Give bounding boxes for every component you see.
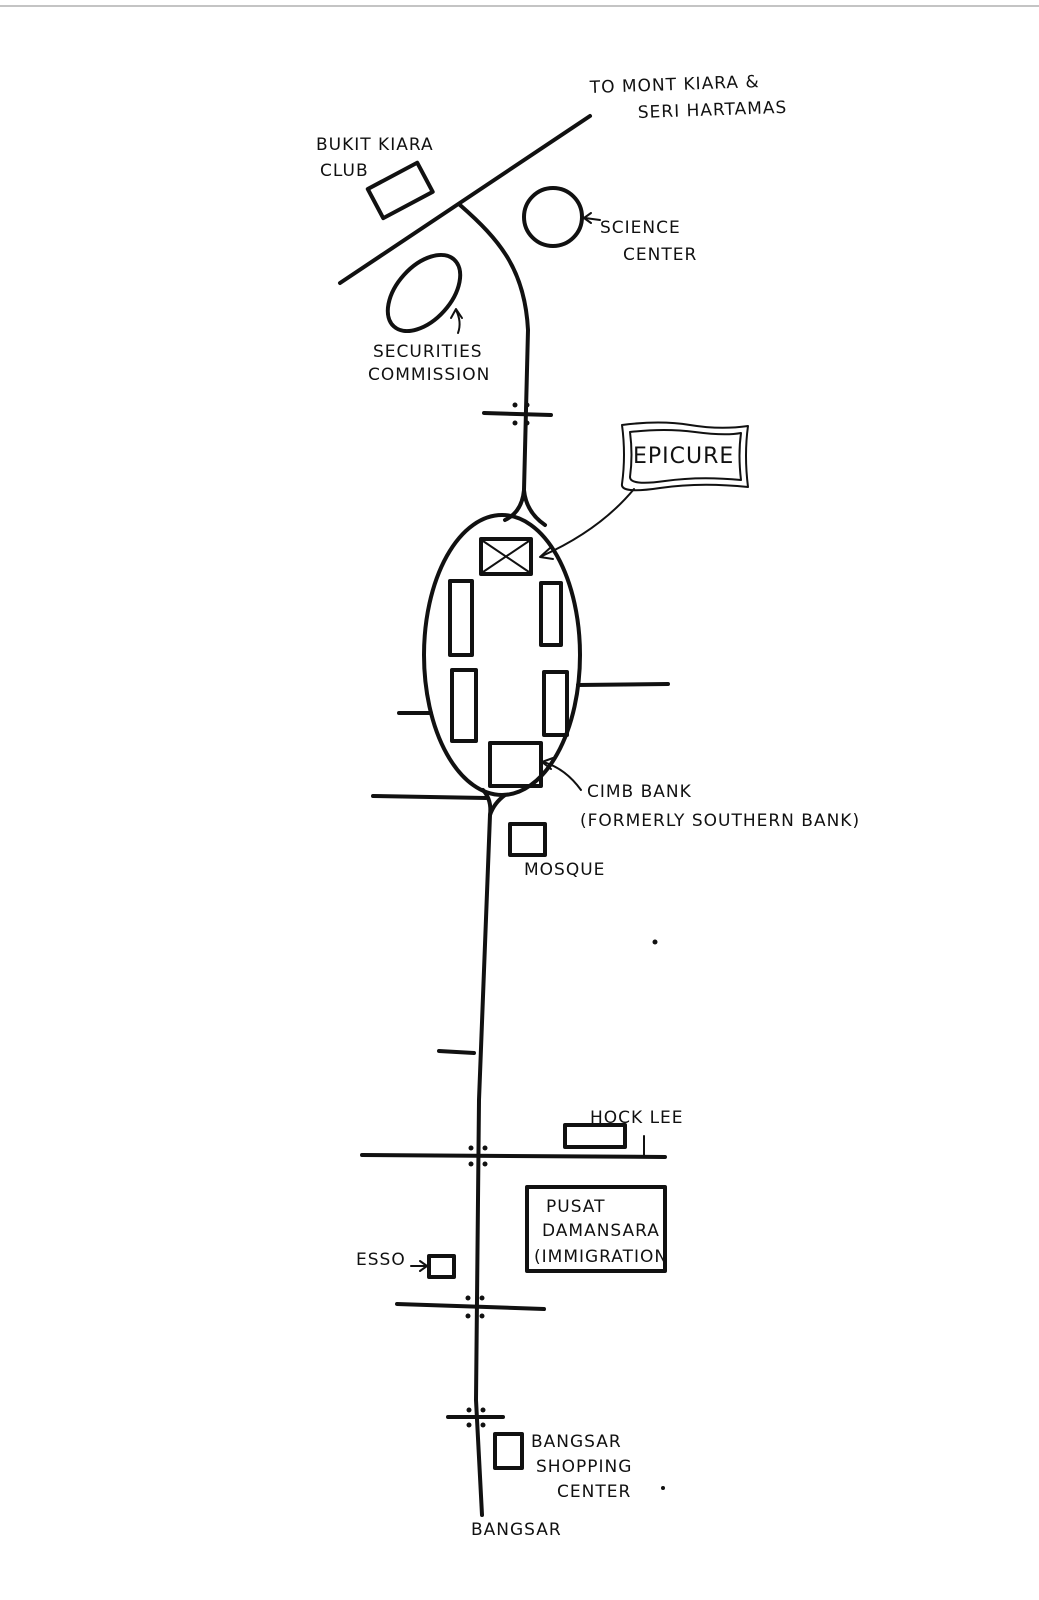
securities-commission-oval [385,252,463,334]
road-north-fork [503,488,526,522]
traffic-lights [465,402,665,1490]
label-science-line1: SCIENCE [600,218,681,238]
epicure-sign-frame-outer [620,421,749,492]
label-epicure: EPICURE [633,444,734,469]
epicure-building [479,537,533,576]
bangsar-shopping-center-building [493,1432,524,1470]
label-cimb-line1: CIMB BANK [587,782,692,802]
science-arrowhead [583,212,592,224]
epicure-pointer [541,488,635,557]
label-bangsar-sc-line3: CENTER [557,1482,631,1502]
side-road-southwest [371,794,488,800]
science-center-circle [522,186,584,248]
hock-lee-building [563,1123,627,1149]
shop-block-ne [539,581,563,647]
shop-block-sw [450,668,478,743]
shop-block-nw [448,579,474,657]
cimb-bank-building [488,741,543,788]
pusat-damansara-building [525,1185,667,1273]
esso-building [427,1254,456,1279]
epicure-sign-frame-inner [629,429,742,484]
label-esso: ESSO [356,1250,406,1270]
bukit-kiara-club-building [365,160,435,221]
cross-road-hock-lee [360,1153,667,1159]
esso-arrowhead [419,1260,428,1272]
label-bukit-kiara-line2: CLUB [320,161,369,181]
science-pointer [584,217,601,221]
epicure-cross-b [482,540,530,573]
label-mont-kiara-line1: TO MONT KIARA & [588,72,760,98]
label-pusat-line2: DAMANSARA [542,1221,660,1241]
label-pusat-line1: PUSAT [546,1197,606,1217]
label-mosque: MOSQUE [524,860,605,880]
label-securities-line1: SECURITIES [373,342,483,362]
label-bangsar-sc-line2: SHOPPING [536,1457,632,1477]
road-main-south [474,813,492,1517]
label-cimb-line2: (FORMERLY SOUTHERN BANK) [580,811,860,831]
securities-arrowhead [450,308,463,319]
label-mont-kiara-line2: SERI HARTAMAS [637,98,787,123]
roundabout-loop [422,513,582,797]
epicure-arrowhead [539,547,554,560]
road-mont-kiara [338,114,592,285]
cross-road-esso [395,1302,546,1311]
side-road-minor [437,1049,476,1055]
side-road-east [576,682,670,687]
label-bukit-kiara-line1: BUKIT KIARA [316,135,434,155]
road-north-branch [458,203,547,527]
label-bangsar: BANGSAR [471,1520,562,1540]
label-pusat-line3: (IMMIGRATION [534,1247,668,1267]
cimb-pointer [542,761,582,791]
label-science-line2: CENTER [623,245,697,265]
cimb-arrowhead [541,757,554,770]
shop-block-se [542,670,569,737]
road-south-fork-right [488,793,507,817]
label-bangsar-sc-line1: BANGSAR [531,1432,622,1452]
mosque-building [508,822,547,857]
label-securities-line2: COMMISSION [368,365,490,385]
label-hock-lee: HOCK LEE [590,1108,684,1128]
cross-road-north [482,411,553,417]
